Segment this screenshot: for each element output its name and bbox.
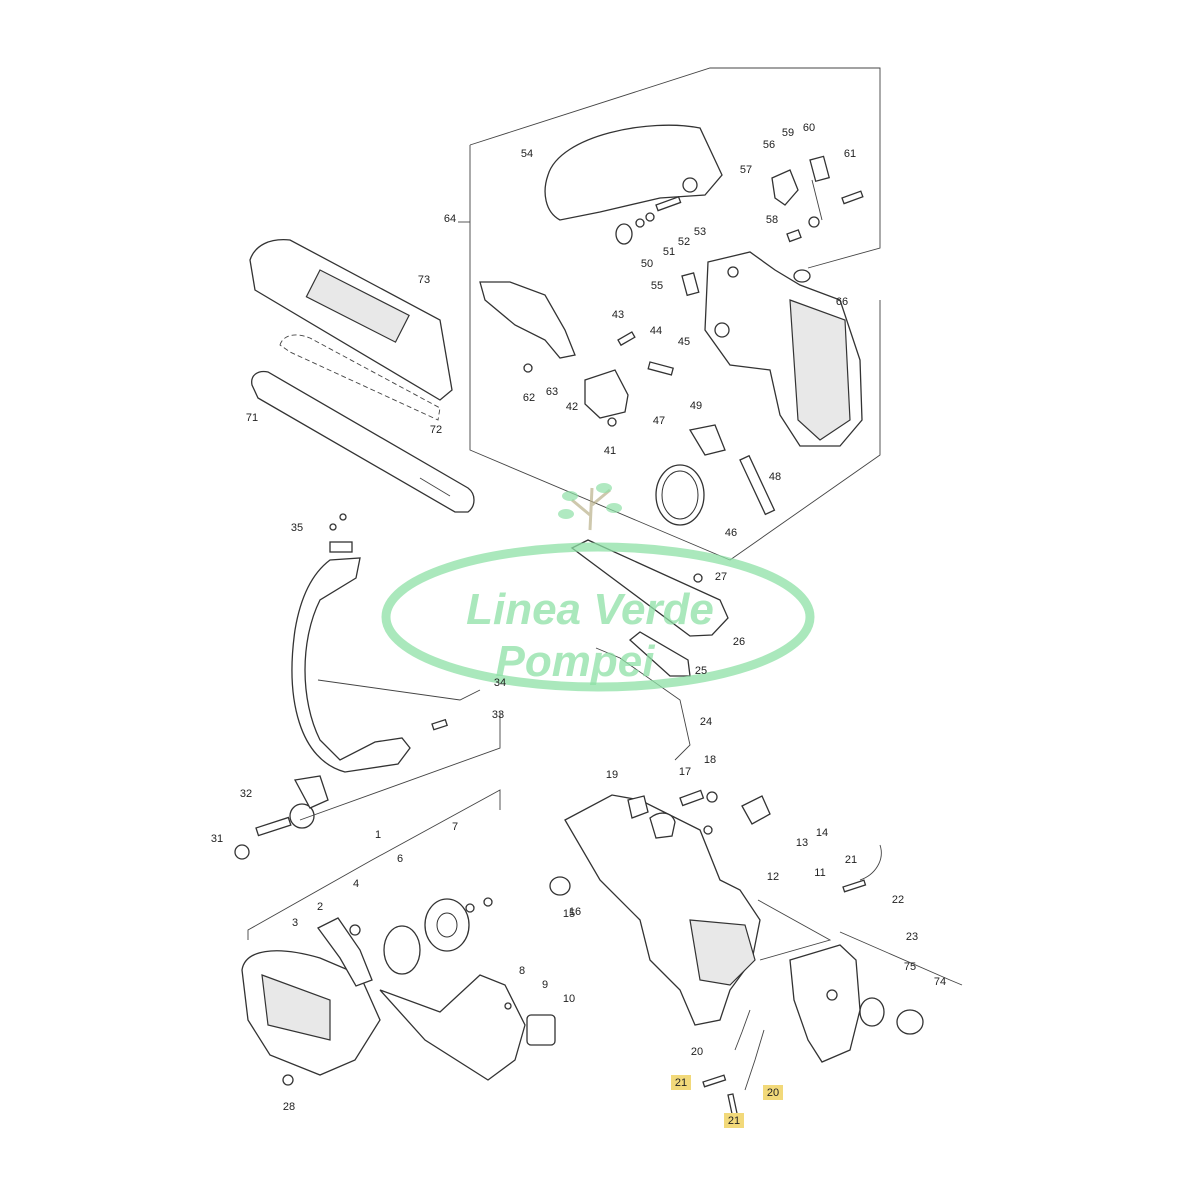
callout-17: 17 bbox=[679, 766, 691, 778]
callout-8: 8 bbox=[519, 965, 525, 977]
callout-53: 53 bbox=[694, 226, 706, 238]
callout-23: 23 bbox=[906, 931, 918, 943]
callout-51: 51 bbox=[663, 246, 675, 258]
clutch-parts bbox=[317, 897, 493, 987]
callout-55: 55 bbox=[651, 280, 663, 292]
callout-73: 73 bbox=[418, 274, 430, 286]
front-handle bbox=[234, 513, 448, 860]
callout-22: 22 bbox=[892, 894, 904, 906]
callout-16: 16 bbox=[569, 906, 581, 918]
callout-35: 35 bbox=[291, 522, 303, 534]
front-handle-frame bbox=[299, 679, 501, 821]
callout-52: 52 bbox=[678, 236, 690, 248]
callout-60: 60 bbox=[803, 122, 815, 134]
callout-28: 28 bbox=[283, 1101, 295, 1113]
callout-15: 15 bbox=[563, 908, 575, 920]
callout-48: 48 bbox=[769, 471, 781, 483]
callout-21: 21 bbox=[845, 854, 857, 866]
callout-75: 75 bbox=[904, 961, 916, 973]
sprocket-cover bbox=[282, 974, 556, 1086]
callout-44: 44 bbox=[650, 325, 662, 337]
callout-45: 45 bbox=[678, 336, 690, 348]
callout-74: 74 bbox=[934, 976, 946, 988]
callout-64: 64 bbox=[444, 213, 456, 225]
callout-50: 50 bbox=[641, 258, 653, 270]
chain-brake-band bbox=[655, 424, 776, 526]
callout-31: 31 bbox=[211, 833, 223, 845]
callout-61: 61 bbox=[844, 148, 856, 160]
callout-57: 57 bbox=[740, 164, 752, 176]
callout-43: 43 bbox=[612, 309, 624, 321]
callout-71: 71 bbox=[246, 412, 258, 424]
callout-59: 59 bbox=[782, 127, 794, 139]
callout-27: 27 bbox=[715, 571, 727, 583]
callout-58: 58 bbox=[766, 214, 778, 226]
callout-3: 3 bbox=[292, 917, 298, 929]
handle-left-parts bbox=[479, 281, 674, 427]
callout-21: 21 bbox=[728, 1115, 740, 1127]
callout-26: 26 bbox=[733, 636, 745, 648]
callout-56: 56 bbox=[763, 139, 775, 151]
callout-32: 32 bbox=[240, 788, 252, 800]
callout-13: 13 bbox=[796, 837, 808, 849]
callout-highlight bbox=[671, 1075, 691, 1090]
callout-12: 12 bbox=[767, 871, 779, 883]
callout-34: 34 bbox=[494, 677, 506, 689]
callout-20: 20 bbox=[767, 1087, 779, 1099]
callout-1: 1 bbox=[375, 829, 381, 841]
callout-20: 20 bbox=[691, 1046, 703, 1058]
callout-21: 21 bbox=[675, 1077, 687, 1089]
callout-11: 11 bbox=[814, 867, 825, 879]
rear-handle-cover bbox=[544, 124, 723, 221]
watermark-logo: Linea Verde Pompei bbox=[381, 483, 815, 692]
throttle-trigger-parts bbox=[771, 155, 864, 283]
callout-2: 2 bbox=[317, 901, 323, 913]
callout-41: 41 bbox=[604, 445, 616, 457]
callout-10: 10 bbox=[563, 993, 575, 1005]
callout-18: 18 bbox=[704, 754, 716, 766]
callout-25: 25 bbox=[695, 665, 707, 677]
callout-6: 6 bbox=[397, 853, 403, 865]
fuel-tank-cover bbox=[789, 931, 963, 1063]
callout-7: 7 bbox=[452, 821, 458, 833]
callout-14: 14 bbox=[816, 827, 828, 839]
callout-62: 62 bbox=[523, 392, 535, 404]
callout-49: 49 bbox=[690, 400, 702, 412]
callout-66: 66 bbox=[836, 296, 848, 308]
engine-housing bbox=[549, 789, 771, 1026]
callout-19: 19 bbox=[606, 769, 618, 781]
starter-housing bbox=[241, 789, 501, 1076]
watermark-line2: Pompei bbox=[496, 637, 656, 686]
callout-54: 54 bbox=[521, 148, 533, 160]
callout-46: 46 bbox=[725, 527, 737, 539]
callout-63: 63 bbox=[546, 386, 558, 398]
spring-pin-parts bbox=[615, 195, 682, 245]
callout-highlight bbox=[724, 1113, 744, 1128]
watermark-line1: Linea Verde bbox=[466, 585, 714, 634]
chain-cover bbox=[249, 239, 453, 401]
callout-4: 4 bbox=[353, 878, 359, 890]
callout-24: 24 bbox=[700, 716, 712, 728]
callout-33: 33 bbox=[492, 709, 504, 721]
callout-highlight bbox=[763, 1085, 783, 1100]
callout-9: 9 bbox=[542, 979, 548, 991]
callout-72: 72 bbox=[430, 424, 442, 436]
saw-chain bbox=[279, 334, 441, 421]
part-callouts: 1234678910111213141516171819202021212122… bbox=[211, 122, 946, 1128]
callout-42: 42 bbox=[566, 401, 578, 413]
bar-plate-parts bbox=[570, 539, 729, 761]
callout-47: 47 bbox=[653, 415, 665, 427]
guide-bar bbox=[251, 370, 475, 513]
handle-housing bbox=[681, 251, 863, 447]
fuel-hoses bbox=[702, 844, 882, 1118]
